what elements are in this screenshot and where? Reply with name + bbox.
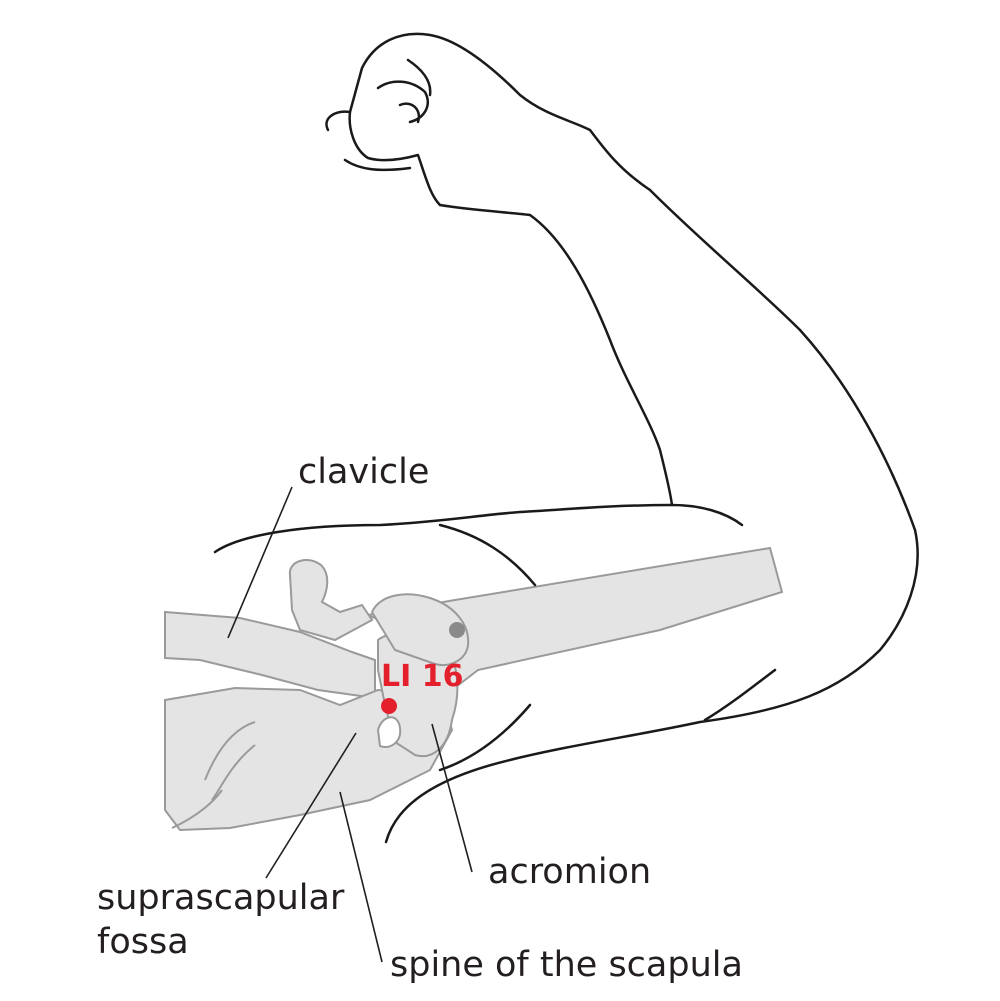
bones <box>164 546 784 832</box>
forearm-inner <box>648 188 917 532</box>
elbow <box>384 528 919 844</box>
scapula-contour <box>171 721 256 829</box>
coracoid-process <box>288 559 374 642</box>
fist-outline <box>325 32 652 192</box>
skin-outline <box>213 32 919 844</box>
suprascapular-label-line2: fossa <box>97 922 189 962</box>
leader-lines <box>227 486 473 963</box>
clavicle-leader <box>227 486 293 639</box>
suprascapular-label-line1: suprascapular <box>97 878 345 918</box>
scapular-notch <box>376 716 402 748</box>
forearm-outer <box>438 203 674 507</box>
arm-lower-line <box>438 668 777 772</box>
spine-leader <box>339 791 383 963</box>
clavicle-label: clavicle <box>298 452 430 492</box>
secondary-acupoint <box>449 622 465 638</box>
li16-point <box>381 698 397 714</box>
suprascapular-leader <box>265 732 357 879</box>
acromion-label: acromion <box>488 852 652 892</box>
finger-lines <box>343 58 442 207</box>
shoulder-top <box>213 503 674 554</box>
spine-label: spine of the scapula <box>390 945 743 985</box>
humeral-head <box>370 593 470 666</box>
li16-label: LI 16 <box>381 659 464 694</box>
upper-arm-top <box>670 503 744 527</box>
acromion-leader <box>431 723 473 873</box>
deltoid-line <box>438 523 537 587</box>
